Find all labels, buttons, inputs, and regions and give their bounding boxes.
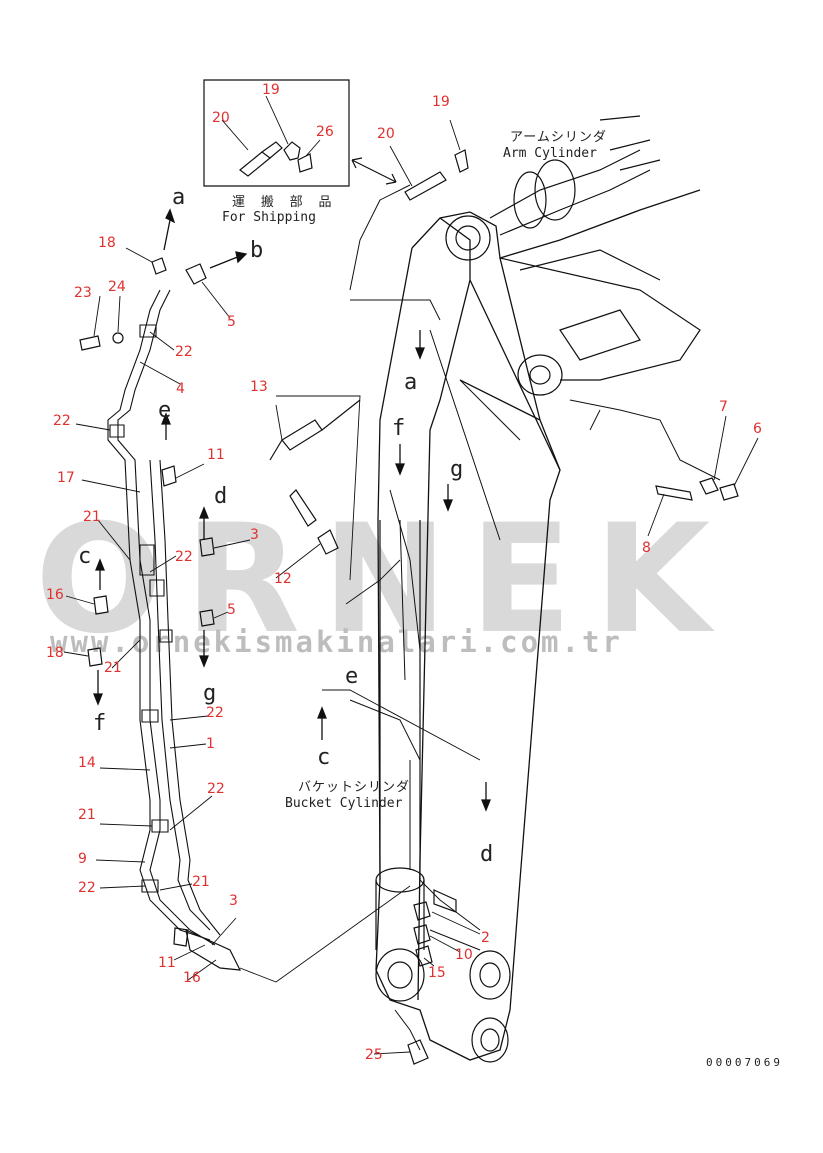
part-label-13: 13 [250,379,268,395]
watermark-url: www.ornekismakinalari.com.tr [50,625,623,659]
part-label-21-d: 21 [192,874,210,890]
part-label-15: 15 [428,965,446,981]
ref-letter-e-left: e [158,398,172,423]
part-label-20-inset: 20 [212,110,230,126]
inset-label-jp: 運 搬 部 品 [232,195,336,210]
inset-part-26 [298,154,312,172]
arm-bottom-pin-2 [472,1018,508,1062]
boom-top [500,250,700,395]
ref-letter-a-arm: a [404,370,418,395]
part-label-18-top: 18 [98,235,116,251]
shipping-inset-box [204,80,349,186]
left-pipe-assembly [108,290,220,945]
part-label-18-left: 18 [46,645,64,661]
part-12-connector [290,490,338,554]
ref-letter-f-arm: f [392,416,406,441]
part-label-4: 4 [176,381,185,397]
arm-hoses [350,185,720,1050]
part-label-9: 9 [78,851,87,867]
part-label-14: 14 [78,755,96,771]
arm-cylinder-jp: アームシリンダ [510,130,607,145]
part-label-12: 12 [274,571,292,587]
ref-letter-g-arm: g [450,457,464,482]
ref-letter-c-arm: c [317,745,331,770]
arm-top-pin [446,216,490,260]
part-label-25: 25 [365,1047,383,1063]
bucket-cylinder-jp: バケットシリンダ [298,780,411,795]
arm-bottom-pin-1 [470,951,510,999]
part-19-arm [455,150,468,172]
part-label-19-arm: 19 [432,94,450,110]
ref-letter-g-left: g [203,681,217,706]
shipping-double-arrow [352,158,396,184]
ref-letter-a-left: a [172,185,186,210]
bucket-cylinder-en: Bucket Cylinder [285,796,403,811]
reference-arrows [94,210,490,810]
part-label-11-bottom: 11 [158,955,176,971]
part-label-16-left: 16 [46,587,64,603]
bottom-fittings [408,890,456,1064]
part-8-hose [656,478,738,500]
part-20-arm [405,172,446,200]
part-label-22-c: 22 [175,549,193,565]
ref-letter-d-left: d [214,484,228,509]
arm-bottom-pin-2-inner [481,1029,499,1051]
leader-lines [64,96,758,1054]
watermark-brand: ORNEK [35,493,733,667]
part-label-5-mid: 5 [227,602,236,618]
drawing-code: 00007069 [706,1056,783,1069]
part-label-5-top: 5 [227,314,236,330]
part-label-3-mid: 3 [250,527,259,543]
part-label-2: 2 [481,930,490,946]
bucket-cylinder [376,520,424,1001]
part-label-24: 24 [108,279,126,295]
part-label-26: 26 [316,124,334,140]
part-label-20-arm: 20 [377,126,395,142]
pipe-clamps [110,325,172,892]
part-label-6: 6 [753,421,762,437]
part-label-21-b: 21 [104,660,122,676]
ref-letter-f-left: f [93,711,107,736]
part-label-21-a: 21 [83,509,101,525]
ref-letter-d-arm: d [480,842,494,867]
left-fittings [80,258,240,970]
arm-cylinder [490,116,660,235]
ref-letter-c-left: c [78,544,92,569]
part-label-3-bottom: 3 [229,893,238,909]
arm-bottom-pin-1-inner [480,963,500,987]
part-label-23: 23 [74,285,92,301]
inset-part-20 [240,142,282,176]
part-label-1: 1 [206,736,215,752]
inset-label-en: For Shipping [222,210,316,225]
part-label-16-bottom: 16 [183,970,201,986]
part-label-10: 10 [455,947,473,963]
arm-cylinder-en: Arm Cylinder [503,146,597,161]
part-label-22-a: 22 [175,344,193,360]
part-label-22-d: 22 [206,705,224,721]
part-label-8: 8 [642,540,651,556]
part-13-hose [270,400,360,460]
ref-letter-b: b [250,238,264,263]
part-label-19-inset: 19 [262,82,280,98]
ref-letter-e-arm: e [345,664,359,689]
part-label-22-b: 22 [53,413,71,429]
part-label-21-c: 21 [78,807,96,823]
inset-part-19 [284,142,300,160]
part-label-22-f: 22 [78,880,96,896]
part-label-7: 7 [719,399,728,415]
part-label-22-e: 22 [207,781,225,797]
part-label-17: 17 [57,470,75,486]
part-label-11-top: 11 [207,447,225,463]
